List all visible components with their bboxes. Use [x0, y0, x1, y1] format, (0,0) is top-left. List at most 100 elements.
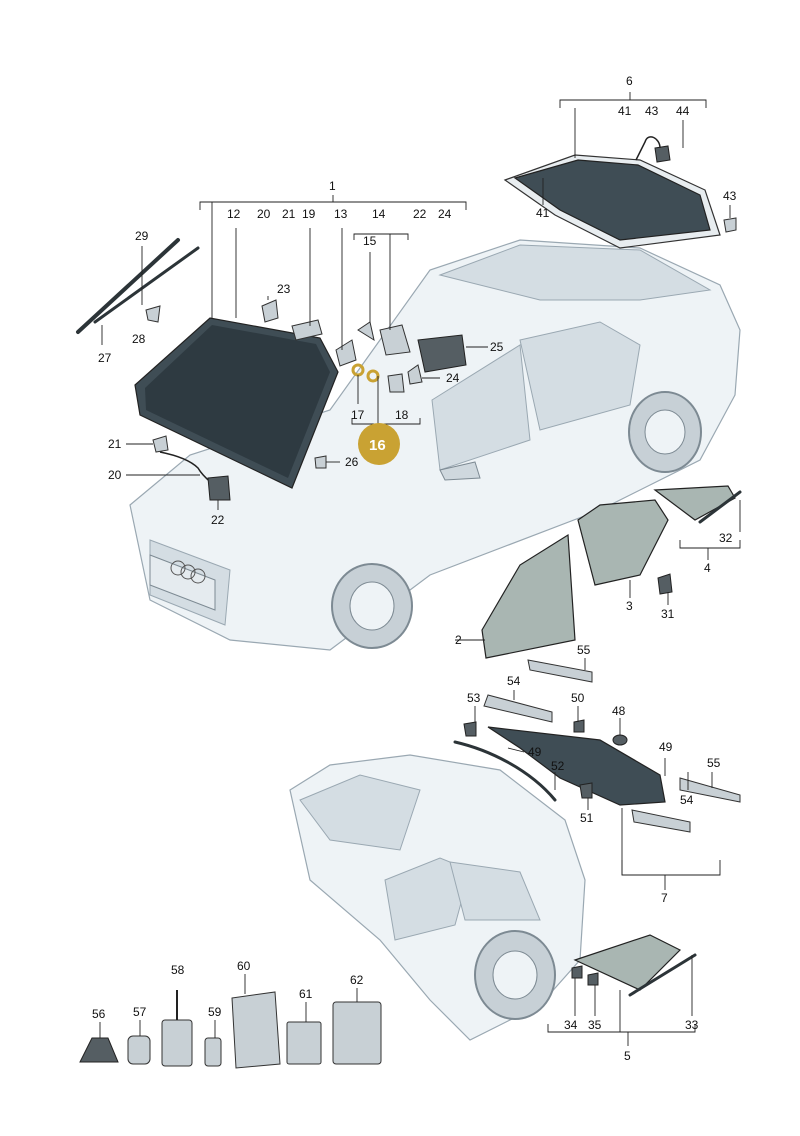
sensor-cover[interactable] [291, 319, 323, 341]
label-31: 31 [661, 607, 675, 621]
connector-22[interactable] [207, 475, 231, 501]
callout-labels: 1 12 20 21 19 13 14 22 24 15 29 23 28 27… [92, 74, 737, 1063]
label-54: 54 [507, 674, 521, 688]
label-15: 15 [363, 234, 377, 248]
highlighted-callout-16[interactable]: 16 [358, 423, 400, 465]
label-55: 55 [577, 643, 591, 657]
trim-54-upper[interactable] [483, 694, 553, 723]
label-41: 41 [618, 104, 632, 118]
bracket-23[interactable] [261, 299, 279, 323]
label-19: 19 [302, 207, 316, 221]
label-18: 18 [395, 408, 409, 422]
label-49: 49 [528, 745, 542, 759]
label-32: 32 [719, 531, 733, 545]
clip-26[interactable] [314, 455, 327, 469]
primer-59[interactable] [204, 1037, 222, 1067]
label-5: 5 [624, 1049, 631, 1063]
front-door-glass[interactable] [481, 533, 576, 659]
bottle-61[interactable] [286, 1021, 322, 1065]
rear-door-glass[interactable] [577, 499, 669, 586]
cartridge-58[interactable] [161, 1019, 193, 1067]
label-49b: 49 [659, 740, 673, 754]
label-24: 24 [438, 207, 452, 221]
label-14: 14 [372, 207, 386, 221]
cap-48[interactable] [612, 734, 628, 746]
label-3: 3 [626, 599, 633, 613]
label-12: 12 [227, 207, 241, 221]
label-52: 52 [551, 759, 565, 773]
trim-54-lower[interactable] [631, 809, 691, 833]
clip-24[interactable] [407, 364, 423, 385]
housing-14[interactable] [379, 324, 411, 356]
connector-50[interactable] [573, 719, 585, 733]
sunroof-glass[interactable] [503, 154, 721, 249]
quarter-glass-rear[interactable] [653, 485, 736, 521]
label-21: 21 [282, 207, 296, 221]
roof-trim-strip[interactable] [76, 238, 180, 334]
label-23: 23 [277, 282, 291, 296]
label-54b: 54 [680, 793, 694, 807]
roof-trim-strip-inner[interactable] [93, 246, 200, 324]
rear-window[interactable] [487, 726, 666, 806]
tape-57[interactable] [127, 1035, 151, 1065]
cap-43[interactable] [723, 217, 737, 233]
label-48: 48 [612, 704, 626, 718]
trim-55-lower[interactable] [679, 777, 741, 803]
sealant-roll-56[interactable] [79, 1037, 119, 1063]
rear-window-trim-52[interactable] [453, 740, 557, 802]
label-21b: 21 [108, 437, 122, 451]
clip-35[interactable] [587, 972, 599, 986]
label-51: 51 [580, 811, 594, 825]
rear-quarter-glass[interactable] [573, 934, 682, 991]
label-13: 13 [334, 207, 348, 221]
quarter-trim-33[interactable] [628, 953, 697, 997]
clip-18[interactable] [387, 373, 405, 393]
trim-55-upper[interactable] [527, 659, 593, 683]
clip-34[interactable] [571, 965, 583, 979]
label-56: 56 [92, 1007, 106, 1021]
label-20b: 20 [108, 468, 122, 482]
label-4: 4 [704, 561, 711, 575]
label-55b: 55 [707, 756, 721, 770]
label-60: 60 [237, 959, 251, 973]
leader-lines [99, 92, 741, 1046]
label-25: 25 [490, 340, 504, 354]
label-24b: 24 [446, 371, 460, 385]
label-53: 53 [467, 691, 481, 705]
connector-31[interactable] [657, 573, 673, 595]
cap-53[interactable] [463, 721, 477, 737]
quarter-seal-32[interactable] [698, 490, 742, 524]
windscreen[interactable] [134, 317, 339, 489]
label-58: 58 [171, 963, 185, 977]
label-61: 61 [299, 987, 313, 1001]
canister-62[interactable] [332, 1001, 382, 1065]
label-26: 26 [345, 455, 359, 469]
connector-51[interactable] [579, 782, 593, 799]
sedan-illustration [129, 239, 741, 651]
mirror-mount-25[interactable] [417, 334, 467, 373]
label-35: 35 [588, 1018, 602, 1032]
label-41b: 41 [536, 206, 550, 220]
label-28: 28 [132, 332, 146, 346]
label-27: 27 [98, 351, 112, 365]
label-50: 50 [571, 691, 585, 705]
clip-21[interactable] [152, 435, 169, 453]
label-43b: 43 [723, 189, 737, 203]
label-20: 20 [257, 207, 271, 221]
clip-28[interactable] [145, 305, 161, 323]
label-17: 17 [351, 408, 365, 422]
label-22: 22 [413, 207, 427, 221]
cover-15[interactable] [357, 321, 375, 342]
holder-13[interactable] [335, 339, 357, 367]
label-2: 2 [455, 633, 462, 647]
motor-44[interactable] [654, 145, 671, 163]
kit-60[interactable] [231, 991, 281, 1069]
avant-illustration [289, 754, 586, 1041]
label-29: 29 [135, 229, 149, 243]
label-33: 33 [685, 1018, 699, 1032]
label-7: 7 [661, 891, 668, 905]
label-44: 44 [676, 104, 690, 118]
label-34: 34 [564, 1018, 578, 1032]
